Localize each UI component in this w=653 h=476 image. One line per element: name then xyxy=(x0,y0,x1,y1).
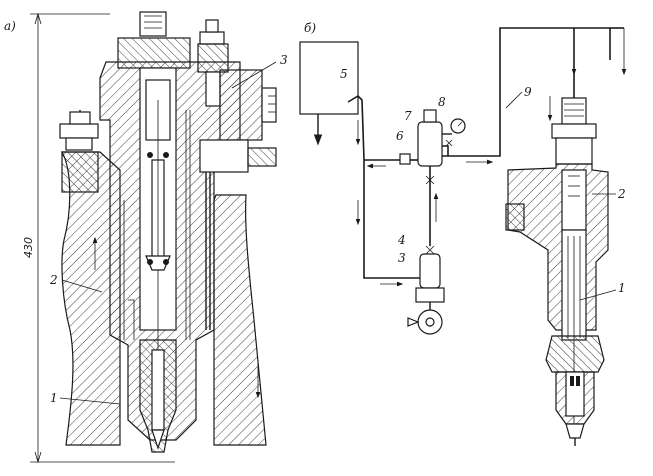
accumulator xyxy=(417,109,466,246)
callout-b-6: 6 xyxy=(396,129,404,143)
panel-b-label: б) xyxy=(304,21,316,35)
callout-a-3: 3 xyxy=(280,53,288,67)
fuel-tank xyxy=(299,41,359,115)
panel-a-label: а) xyxy=(4,19,16,33)
injector-assembly: 2 1 xyxy=(505,27,627,446)
callout-a-1: 1 xyxy=(50,391,58,405)
engine-wall-left xyxy=(60,151,121,446)
fuel-duct-right xyxy=(185,110,277,340)
panel-a: а) 430 3 2 1 xyxy=(4,11,288,464)
callout-b-3: 3 xyxy=(398,251,406,265)
valve-6 xyxy=(399,153,411,165)
callout-b-7: 7 xyxy=(404,109,412,123)
pump xyxy=(407,245,445,335)
top-cap xyxy=(117,37,191,69)
callout-a-2: 2 xyxy=(49,273,58,287)
callout-injector-2: 2 xyxy=(617,187,626,201)
fuel-fitting-right xyxy=(197,19,277,141)
callout-injector-1: 1 xyxy=(618,281,626,295)
stud-left xyxy=(59,110,99,193)
callout-b-5: 5 xyxy=(340,67,348,81)
dimension-line xyxy=(30,12,175,464)
callout-b-8: 8 xyxy=(438,95,446,109)
dimension-label: 430 xyxy=(22,237,35,258)
panel-b: б) 5 8 7 6 9 4 3 xyxy=(299,21,610,335)
callout-b-9: 9 xyxy=(524,85,532,99)
injector-body-right xyxy=(507,163,609,331)
callout-b-4: 4 xyxy=(397,233,406,247)
engine-wall-right xyxy=(213,194,267,446)
